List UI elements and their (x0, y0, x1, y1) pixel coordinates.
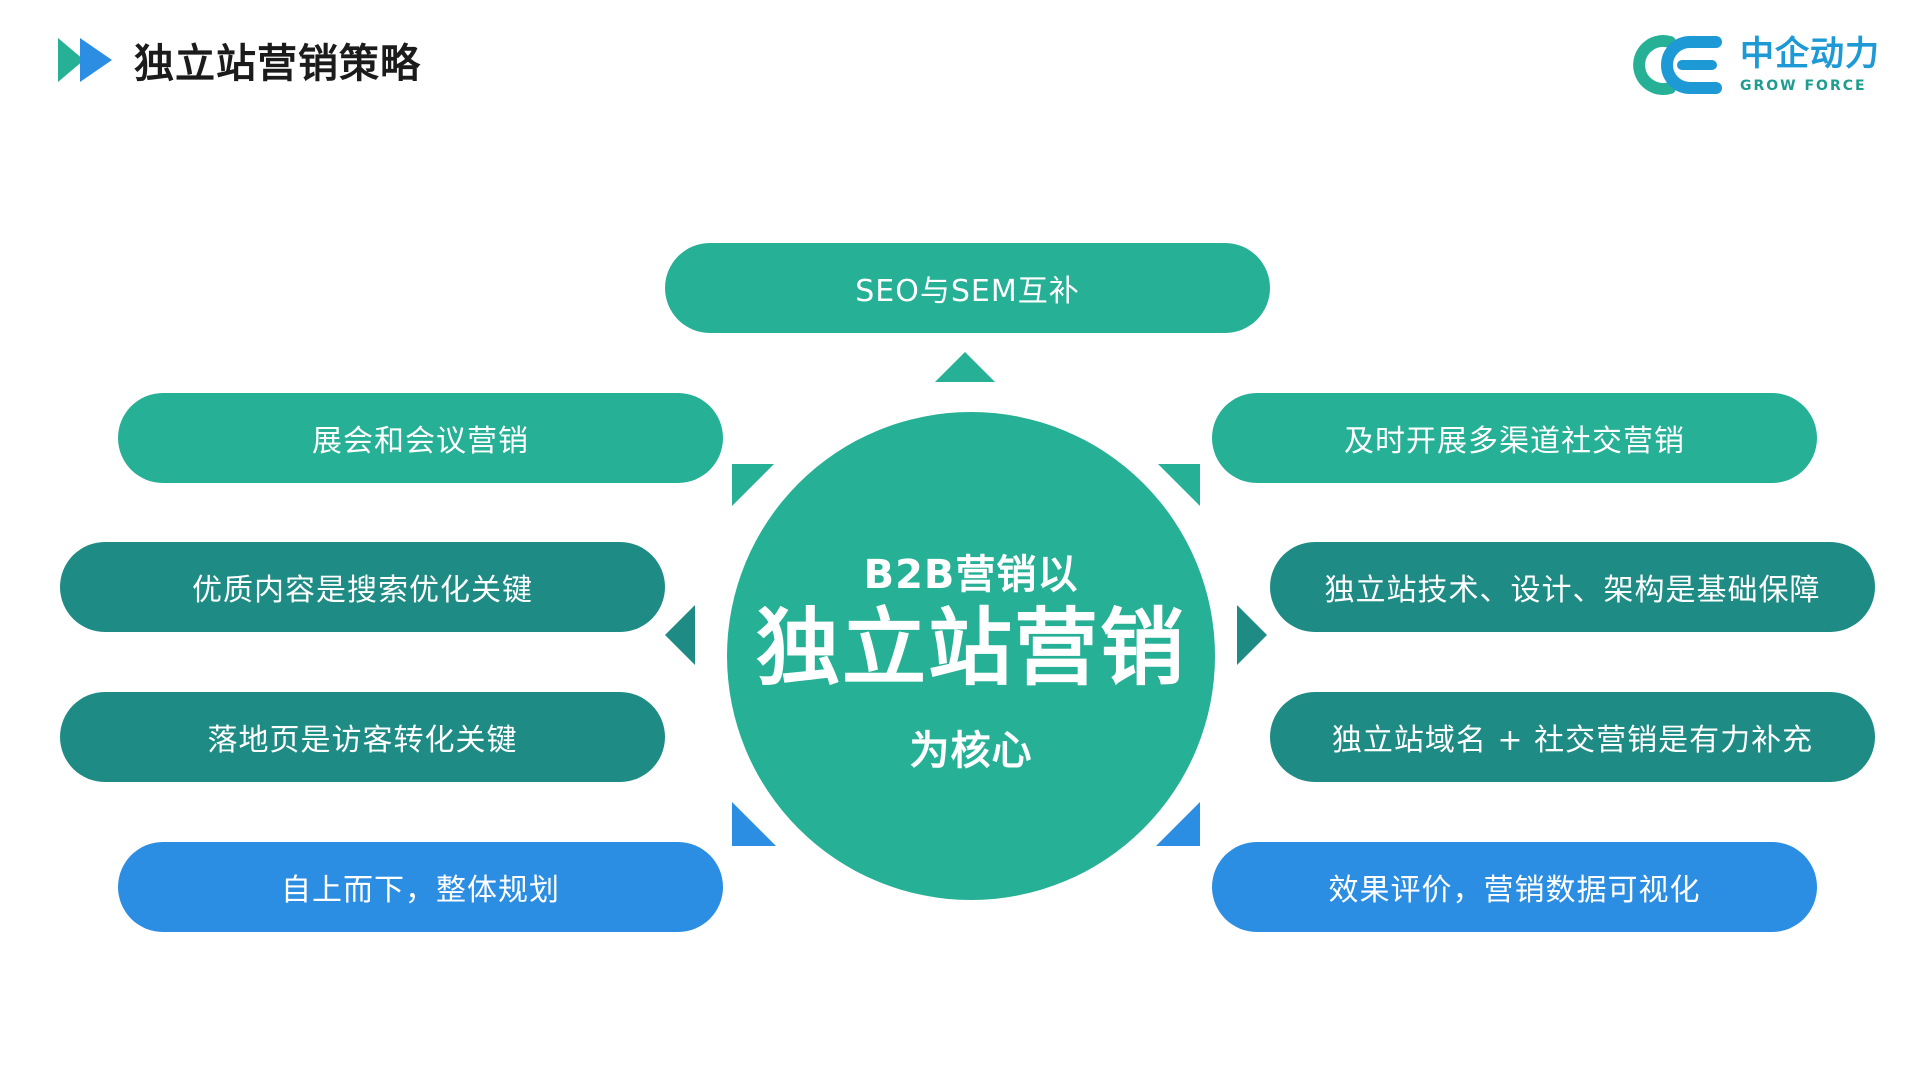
double-play-arrow-icon (58, 38, 112, 82)
center-line-1: B2B营销以 (863, 552, 1079, 598)
page-title: 独立站营销策略 (134, 41, 421, 87)
node-left-2: 优质内容是搜索优化关键 (60, 542, 665, 632)
logo-name-en: GROW FORCE (1740, 78, 1867, 94)
center-core-circle: B2B营销以 独立站营销 为核心 (727, 412, 1215, 900)
node-right-4: 效果评价，营销数据可视化 (1212, 842, 1817, 932)
center-line-3: 为核心 (909, 728, 1033, 774)
node-left-1: 展会和会议营销 (118, 393, 723, 483)
arrow-left-icon (665, 605, 695, 665)
logo-name-cn: 中企动力 (1740, 34, 1880, 74)
node-left-3: 落地页是访客转化关键 (60, 692, 665, 782)
arrow-upper-right-icon (1158, 464, 1200, 506)
node-right-2: 独立站技术、设计、架构是基础保障 (1270, 542, 1875, 632)
arrow-lower-right-icon (1156, 802, 1200, 846)
arrow-lower-left-icon (732, 802, 776, 846)
node-left-4: 自上而下，整体规划 (118, 842, 723, 932)
arrow-up-icon (935, 352, 995, 382)
node-top: SEO与SEM互补 (665, 243, 1270, 333)
center-line-2: 独立站营销 (755, 599, 1186, 697)
page-header: 独立站营销策略 (58, 30, 421, 90)
ce-logo-mark-icon (1633, 35, 1722, 95)
arrow-upper-left-icon (732, 464, 774, 506)
node-right-1: 及时开展多渠道社交营销 (1212, 393, 1817, 483)
arrow-right-icon (1237, 605, 1267, 665)
node-right-3: 独立站域名 + 社交营销是有力补充 (1270, 692, 1875, 782)
company-logo: 中企动力 GROW FORCE (1620, 32, 1880, 98)
logo-text: 中企动力 GROW FORCE (1740, 37, 1880, 93)
